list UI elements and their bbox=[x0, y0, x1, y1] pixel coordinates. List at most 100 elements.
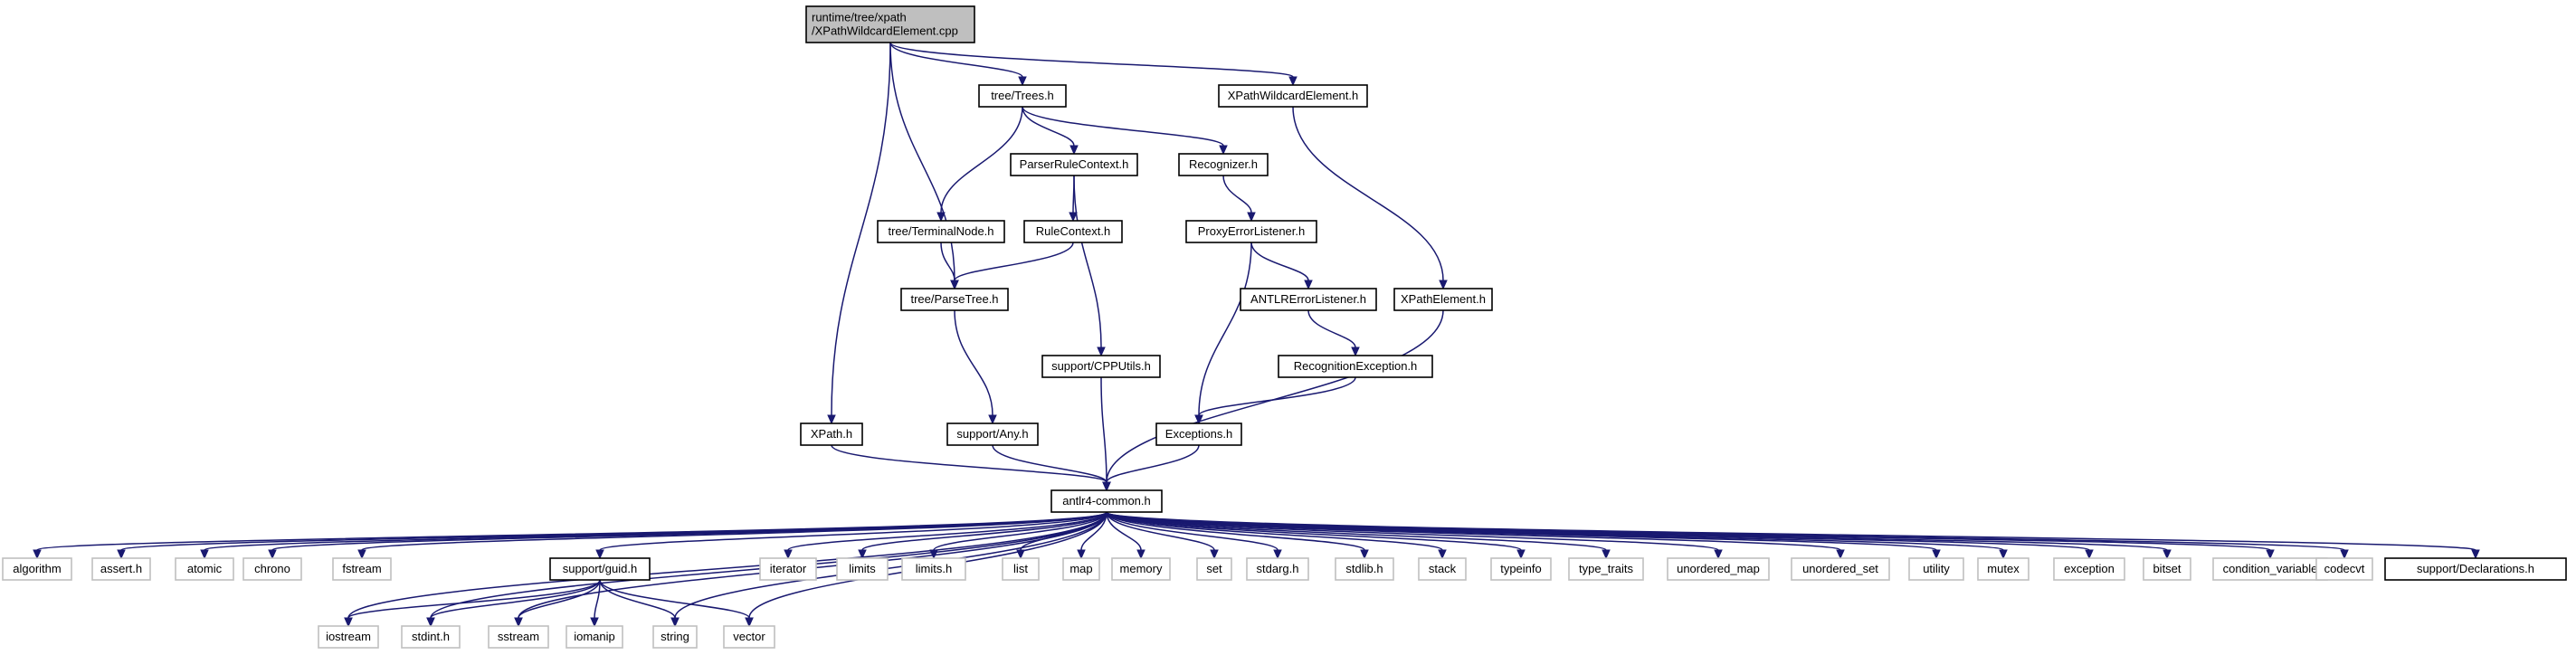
edge-xpelem-to-common bbox=[1106, 309, 1444, 483]
node-atomic[interactable]: atomic bbox=[175, 557, 234, 581]
node-rulectx[interactable]: RuleContext.h bbox=[1023, 220, 1123, 243]
arrowhead-exceptions-to-common bbox=[1102, 481, 1111, 492]
node-common[interactable]: antlr4-common.h bbox=[1050, 489, 1163, 513]
node-antlrerr[interactable]: ANTLRErrorListener.h bbox=[1240, 288, 1377, 311]
node-label: typeinfo bbox=[1500, 562, 1542, 575]
arrowhead-common-to-set bbox=[1210, 549, 1219, 560]
node-box bbox=[1246, 557, 1309, 581]
arrowhead-xwe_h-to-xpelem bbox=[1439, 280, 1448, 290]
edge-common-to-string bbox=[674, 511, 1107, 619]
edge-common-to-limits_h bbox=[933, 511, 1107, 551]
node-list[interactable]: list bbox=[1002, 557, 1040, 581]
arrowhead-common-to-atomic bbox=[200, 549, 209, 560]
node-unordered_set[interactable]: unordered_set bbox=[1791, 557, 1890, 581]
node-cpputils[interactable]: support/CPPUtils.h bbox=[1041, 355, 1161, 378]
node-label: list bbox=[1013, 562, 1028, 575]
node-limits[interactable]: limits bbox=[836, 557, 889, 581]
node-box bbox=[1111, 557, 1171, 581]
node-label: type_traits bbox=[1579, 562, 1633, 575]
node-label: set bbox=[1206, 562, 1222, 575]
edge-root-to-xpath_h bbox=[831, 42, 891, 416]
node-assert[interactable]: assert.h bbox=[91, 557, 151, 581]
node-recexc[interactable]: RecognitionException.h bbox=[1278, 355, 1433, 378]
node-bitset[interactable]: bitset bbox=[2143, 557, 2191, 581]
node-stdlib[interactable]: stdlib.h bbox=[1335, 557, 1394, 581]
node-root[interactable]: runtime/tree/xpath/XPathWildcardElement.… bbox=[805, 5, 975, 43]
node-type_traits[interactable]: type_traits bbox=[1568, 557, 1644, 581]
node-box bbox=[1002, 557, 1040, 581]
node-codecvt[interactable]: codecvt bbox=[2315, 557, 2373, 581]
node-sstream[interactable]: sstream bbox=[488, 625, 549, 649]
node-iomanip[interactable]: iomanip bbox=[566, 625, 623, 649]
node-label: runtime/tree/xpath bbox=[812, 11, 907, 24]
node-iostream[interactable]: iostream bbox=[318, 625, 379, 649]
node-mutex[interactable]: mutex bbox=[1977, 557, 2029, 581]
node-box bbox=[175, 557, 234, 581]
nodes-layer: runtime/tree/xpath/XPathWildcardElement.… bbox=[2, 5, 2567, 649]
node-xpath_h[interactable]: XPath.h bbox=[800, 422, 863, 446]
arrowhead-common-to-utility bbox=[1932, 549, 1941, 560]
node-prc[interactable]: ParserRuleContext.h bbox=[1010, 153, 1138, 176]
arrowhead-common-to-limits bbox=[858, 549, 867, 560]
edges-layer bbox=[33, 42, 2480, 628]
node-utility[interactable]: utility bbox=[1908, 557, 1964, 581]
edge-trees-to-terminal bbox=[940, 106, 1023, 214]
node-label: exception bbox=[2064, 562, 2115, 575]
node-vector[interactable]: vector bbox=[723, 625, 775, 649]
node-label: tree/ParseTree.h bbox=[910, 292, 998, 306]
node-set[interactable]: set bbox=[1196, 557, 1232, 581]
node-terminal[interactable]: tree/TerminalNode.h bbox=[877, 220, 1005, 243]
node-xwe_h[interactable]: XPathWildcardElement.h bbox=[1218, 84, 1368, 108]
node-fstream[interactable]: fstream bbox=[332, 557, 392, 581]
node-label: mutex bbox=[1987, 562, 2020, 575]
node-stack[interactable]: stack bbox=[1418, 557, 1467, 581]
node-label: Exceptions.h bbox=[1165, 427, 1232, 441]
node-typeinfo[interactable]: typeinfo bbox=[1490, 557, 1552, 581]
node-box bbox=[1178, 153, 1269, 176]
edge-proxy-to-antlrerr bbox=[1250, 242, 1309, 281]
edge-terminal-to-parsetree bbox=[940, 242, 955, 281]
node-label: stdlib.h bbox=[1345, 562, 1383, 575]
node-limits_h[interactable]: limits.h bbox=[901, 557, 966, 581]
node-xpelem[interactable]: XPathElement.h bbox=[1393, 288, 1493, 311]
node-box bbox=[318, 625, 379, 649]
node-string[interactable]: string bbox=[652, 625, 698, 649]
node-algorithm[interactable]: algorithm bbox=[2, 557, 72, 581]
node-any[interactable]: support/Any.h bbox=[946, 422, 1039, 446]
edge-common-to-guid bbox=[599, 511, 1107, 551]
node-stdint[interactable]: stdint.h bbox=[401, 625, 461, 649]
edge-common-to-stack bbox=[1106, 511, 1443, 551]
arrowhead-guid-to-stdint bbox=[426, 617, 435, 628]
node-chrono[interactable]: chrono bbox=[242, 557, 302, 581]
node-map[interactable]: map bbox=[1062, 557, 1100, 581]
node-box bbox=[1240, 288, 1377, 311]
node-guid[interactable]: support/guid.h bbox=[549, 557, 651, 581]
edge-root-to-trees bbox=[889, 42, 1023, 78]
node-recognizer[interactable]: Recognizer.h bbox=[1178, 153, 1269, 176]
node-label: string bbox=[661, 630, 689, 643]
node-parsetree[interactable]: tree/ParseTree.h bbox=[900, 288, 1009, 311]
node-box bbox=[488, 625, 549, 649]
node-stdarg[interactable]: stdarg.h bbox=[1246, 557, 1309, 581]
node-box bbox=[1050, 489, 1163, 513]
node-box bbox=[2053, 557, 2125, 581]
node-proxy[interactable]: ProxyErrorListener.h bbox=[1185, 220, 1317, 243]
arrowhead-trees-to-terminal bbox=[936, 212, 946, 223]
edge-rulectx-to-parsetree bbox=[954, 242, 1074, 281]
node-box bbox=[800, 422, 863, 446]
node-condvar[interactable]: condition_variable bbox=[2212, 557, 2328, 581]
node-unordered_map[interactable]: unordered_map bbox=[1667, 557, 1770, 581]
node-exceptions[interactable]: Exceptions.h bbox=[1155, 422, 1242, 446]
node-trees[interactable]: tree/Trees.h bbox=[978, 84, 1067, 108]
node-iterator[interactable]: iterator bbox=[759, 557, 817, 581]
node-label: map bbox=[1069, 562, 1092, 575]
node-label: iostream bbox=[326, 630, 371, 643]
arrowhead-common-to-stdlib bbox=[1360, 549, 1369, 560]
node-exception[interactable]: exception bbox=[2053, 557, 2125, 581]
node-memory[interactable]: memory bbox=[1111, 557, 1171, 581]
edge-common-to-stdlib bbox=[1106, 511, 1365, 551]
node-decls[interactable]: support/Declarations.h bbox=[2384, 557, 2567, 581]
arrowhead-common-to-iterator bbox=[784, 549, 793, 560]
node-label: condition_variable bbox=[2223, 562, 2318, 575]
node-box bbox=[1196, 557, 1232, 581]
